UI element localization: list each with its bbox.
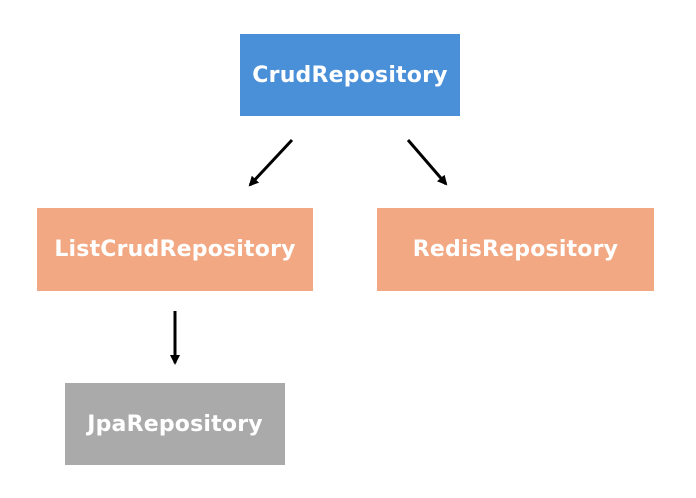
node-list-crud-repository: ListCrudRepository [37, 208, 313, 291]
node-crud-repository: CrudRepository [240, 34, 460, 116]
arrow-crud-to-redis [406, 139, 448, 186]
arrow-crud-to-listcrud [248, 138, 294, 187]
node-jpa-repository: JpaRepository [65, 383, 285, 465]
node-redis-repository: RedisRepository [377, 208, 654, 291]
